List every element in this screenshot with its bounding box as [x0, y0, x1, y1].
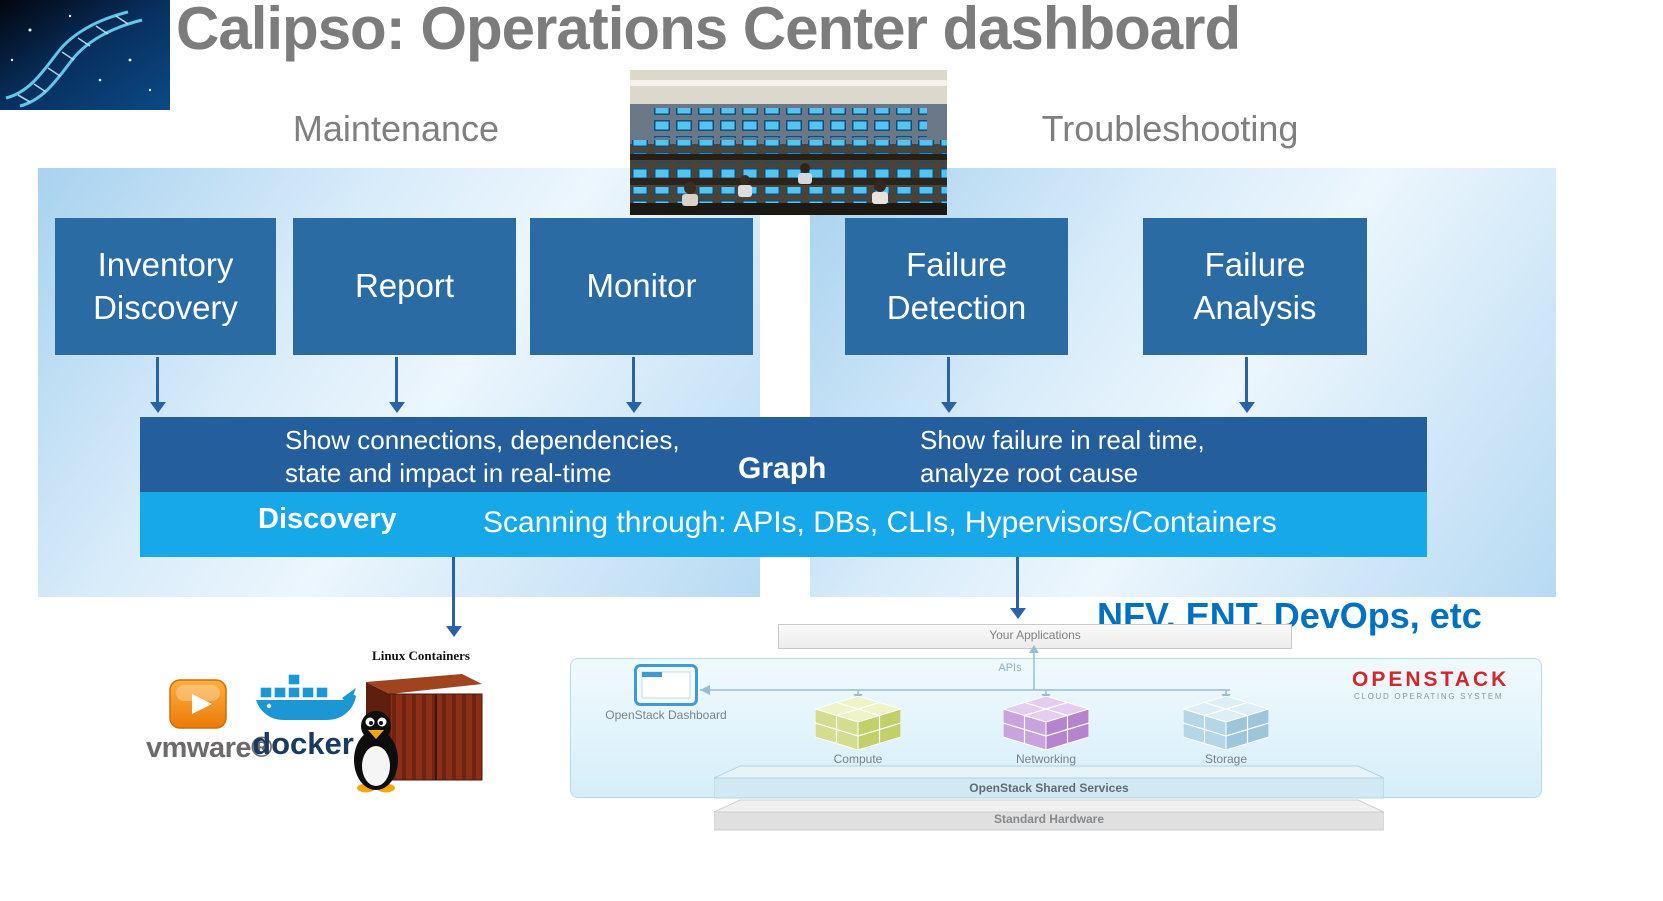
box-report: Report — [293, 218, 516, 355]
linux-containers-label: Linux Containers — [372, 648, 470, 663]
graph-troubleshooting-text: Show failure in real time, analyze root … — [920, 424, 1205, 490]
openstack-brand-subtitle: CLOUD OPERATING SYSTEM — [1354, 692, 1504, 701]
box-inventory-discovery: Inventory Discovery — [55, 218, 276, 355]
tux-penguin — [354, 711, 398, 793]
linux-container-icon — [346, 660, 486, 795]
networking-label: Networking — [1015, 752, 1077, 766]
storage-label: Storage — [1204, 752, 1248, 766]
storage-cube-icon — [1181, 695, 1271, 751]
shared-services-slab — [713, 764, 1385, 800]
openstack-brand: OPENSTACK — [1352, 668, 1510, 691]
graph-maintenance-line2: state and impact in real-time — [285, 458, 612, 488]
section-label-troubleshooting: Troubleshooting — [1041, 108, 1299, 149]
apis-label: APIs — [998, 662, 1022, 674]
discovery-bar — [140, 492, 1427, 557]
shared-services-label: OpenStack Shared Services — [969, 781, 1129, 795]
compute-cube-icon — [813, 695, 903, 751]
page-title: Calipso: Operations Center dashboard — [176, 0, 1241, 62]
docker-label: docker — [252, 726, 354, 761]
box-failure-detection: Failure Detection — [845, 218, 1068, 355]
graph-bar — [140, 417, 1427, 492]
docker-icon — [252, 664, 356, 730]
down-arrow-failure-analysis — [1245, 357, 1248, 403]
discovery-label: Discovery — [258, 503, 397, 535]
discovery-scanning-text: Scanning through: APIs, DBs, CLIs, Hyper… — [483, 506, 1277, 539]
graph-label: Graph — [738, 452, 827, 485]
down-arrow-monitor — [632, 357, 635, 403]
dna-image — [0, 0, 170, 110]
graph-maintenance-line1: Show connections, dependencies, — [285, 425, 680, 455]
graph-maintenance-text: Show connections, dependencies, state an… — [285, 424, 680, 490]
graph-troubleshooting-line1: Show failure in real time, — [920, 425, 1205, 455]
down-arrow-inventory — [156, 357, 159, 403]
section-label-maintenance: Maintenance — [292, 108, 500, 149]
down-arrow-failure-detection — [947, 357, 950, 403]
box-monitor: Monitor — [530, 218, 753, 355]
compute-label: Compute — [833, 752, 883, 766]
standard-hardware-label: Standard Hardware — [993, 812, 1105, 826]
vmware-icon — [168, 676, 232, 732]
operations-center-photo — [630, 70, 947, 215]
down-arrow-to-platforms — [452, 557, 455, 627]
box-failure-analysis: Failure Analysis — [1143, 218, 1367, 355]
openstack-dashboard-label: OpenStack Dashboard — [605, 708, 727, 722]
vmware-label: vmware® — [146, 732, 272, 764]
graph-troubleshooting-line2: analyze root cause — [920, 458, 1139, 488]
standard-hardware-slab — [713, 798, 1385, 832]
down-arrow-to-openstack — [1016, 557, 1019, 609]
openstack-dashboard-icon — [634, 664, 698, 706]
down-arrow-report — [395, 357, 398, 403]
networking-cube-icon — [1001, 695, 1091, 751]
